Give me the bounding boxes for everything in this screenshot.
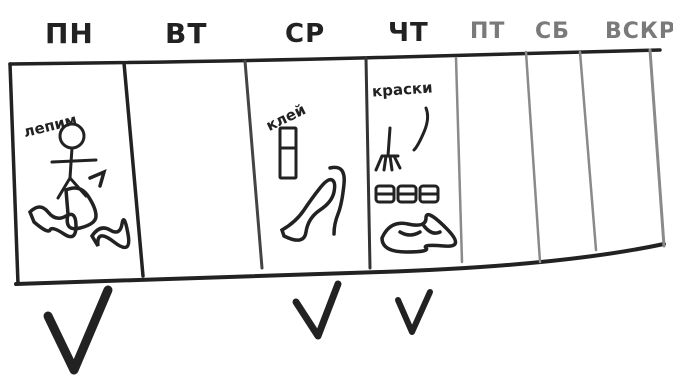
glue-squiggle-icon bbox=[279, 165, 346, 242]
divider-fri-sat bbox=[524, 50, 542, 264]
check-mark-thu bbox=[395, 289, 433, 335]
day-label-tue: ВТ bbox=[165, 17, 207, 50]
check-mark-wed bbox=[292, 280, 342, 340]
day-label-thu: ЧТ bbox=[388, 18, 429, 48]
cell-mon: лепим bbox=[22, 110, 131, 250]
day-label-mon: ПН bbox=[45, 17, 94, 50]
day-label-sat: СБ bbox=[535, 19, 570, 44]
clay-blobs-icon bbox=[27, 168, 131, 250]
schedule-grid bbox=[8, 48, 666, 286]
paint-splash-icon bbox=[380, 212, 458, 254]
cell-thu: краски bbox=[371, 78, 458, 254]
day-label-fri: ПТ bbox=[470, 19, 505, 44]
divider-sat-sun bbox=[578, 50, 598, 252]
divider-tue-wed bbox=[243, 59, 264, 270]
paintbrush-icon bbox=[374, 106, 430, 172]
cell-wed: клей bbox=[263, 100, 346, 242]
check-marks bbox=[43, 280, 433, 375]
paint-jars-icon bbox=[374, 184, 440, 204]
activity-label-thu: краски bbox=[371, 78, 433, 100]
divider-mon-tue bbox=[122, 61, 145, 278]
grid-bottom-border bbox=[14, 242, 666, 286]
grid-right-border bbox=[648, 48, 666, 248]
check-mark-mon bbox=[43, 285, 113, 375]
glue-stick-icon bbox=[278, 126, 298, 180]
day-label-sun: ВСКР bbox=[605, 19, 673, 44]
divider-thu-fri bbox=[454, 56, 464, 264]
day-headers: ПН ВТ СР ЧТ ПТ СБ ВСКР bbox=[45, 17, 673, 50]
day-label-wed: СР bbox=[285, 19, 325, 49]
activity-label-mon: лепим bbox=[22, 110, 79, 141]
activity-label-wed: клей bbox=[263, 100, 309, 135]
divider-wed-thu bbox=[364, 56, 372, 270]
grid-top-border bbox=[8, 48, 662, 66]
grid-left-border bbox=[8, 62, 20, 286]
